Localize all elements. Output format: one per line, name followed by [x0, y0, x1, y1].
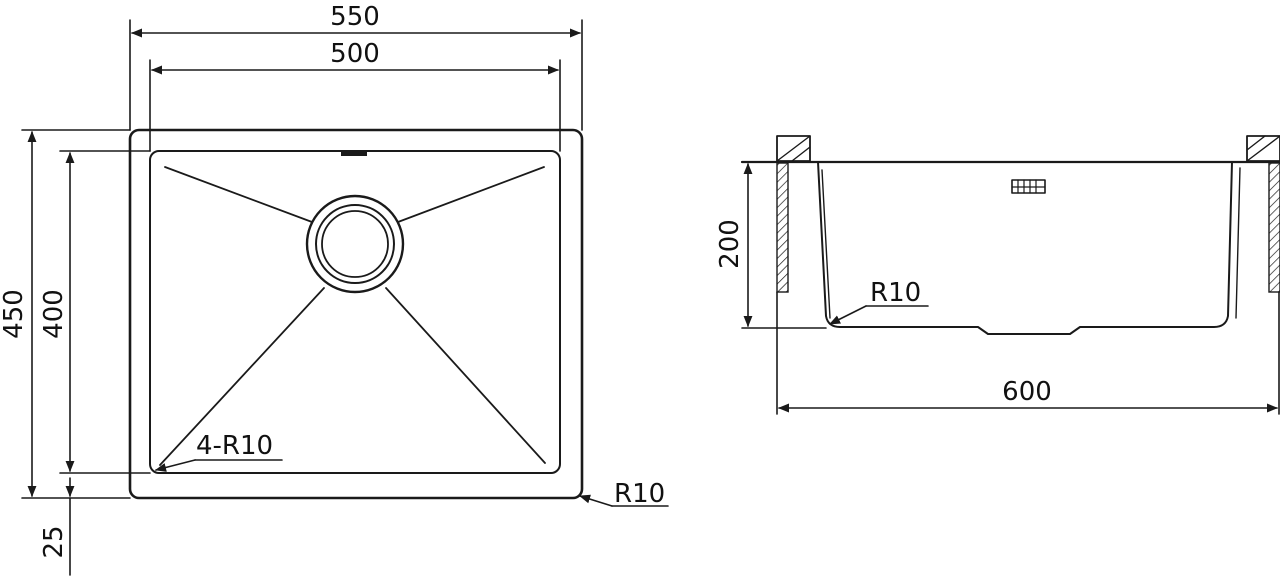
- sink-body-profile: [817, 161, 1233, 335]
- dim-line-outer-width: [129, 19, 583, 131]
- inner-bowl: [149, 150, 561, 474]
- drain-fold-lines: [159, 166, 546, 466]
- dim-outer-height: 450: [0, 289, 29, 339]
- dim-line-depth: [741, 162, 827, 329]
- label-outer-radius: R10: [614, 479, 665, 509]
- countertop-right: [1246, 135, 1280, 293]
- top-view: 550 500 450 400 25: [0, 2, 669, 576]
- overflow-icon: [1011, 179, 1046, 194]
- overflow-slot: [341, 151, 367, 156]
- dim-depth: 200: [715, 219, 745, 269]
- dim-width: 600: [1002, 377, 1052, 407]
- dim-line-inner-height: [59, 150, 151, 474]
- label-section-radius: R10: [870, 278, 921, 308]
- leader-inner-radius: [154, 459, 283, 472]
- dim-inner-width: 500: [330, 39, 380, 69]
- countertop-left: [776, 135, 811, 293]
- dim-outer-width: 550: [330, 2, 380, 32]
- leader-section-radius: [828, 305, 929, 325]
- leader-outer-radius: [578, 494, 669, 507]
- dim-inner-height: 400: [39, 289, 69, 339]
- dim-offset: 25: [39, 525, 69, 558]
- outer-rim: [128, 128, 584, 500]
- section-view: 200 R10 600: [715, 135, 1280, 415]
- dim-line-width: [776, 291, 1280, 415]
- dim-line-outer-height: [21, 129, 131, 499]
- dim-line-inner-width: [149, 59, 561, 152]
- label-inner-radius: 4-R10: [196, 431, 273, 461]
- drain-icon: [305, 194, 405, 294]
